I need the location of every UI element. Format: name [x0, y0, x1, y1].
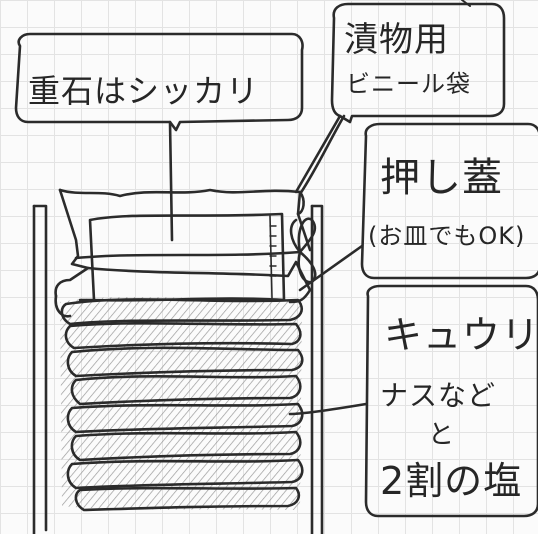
bag-label-line2: ビニール袋 — [346, 70, 471, 98]
veg-label-line3: と — [428, 420, 456, 450]
bag-label-line1: 漬物用 — [344, 20, 449, 60]
weight-callout — [14, 32, 304, 242]
container — [32, 204, 324, 534]
lid-callout — [298, 122, 538, 292]
lid-label-line1: 押し蓋 — [380, 155, 503, 201]
bag-callout — [294, 2, 506, 196]
vegetables — [60, 296, 304, 512]
vinyl-bag — [54, 188, 312, 318]
weight-label: 重石はシッカリ — [28, 72, 260, 110]
veg-label-line1: キュウリ — [384, 313, 538, 357]
veg-label-line4: 2割の塩 — [380, 459, 523, 503]
press-lid — [78, 212, 286, 302]
veg-label-line2: ナスなど — [380, 379, 497, 412]
veg-callout — [288, 284, 538, 518]
lid-label-line2: (お皿でもOK) — [368, 222, 526, 250]
